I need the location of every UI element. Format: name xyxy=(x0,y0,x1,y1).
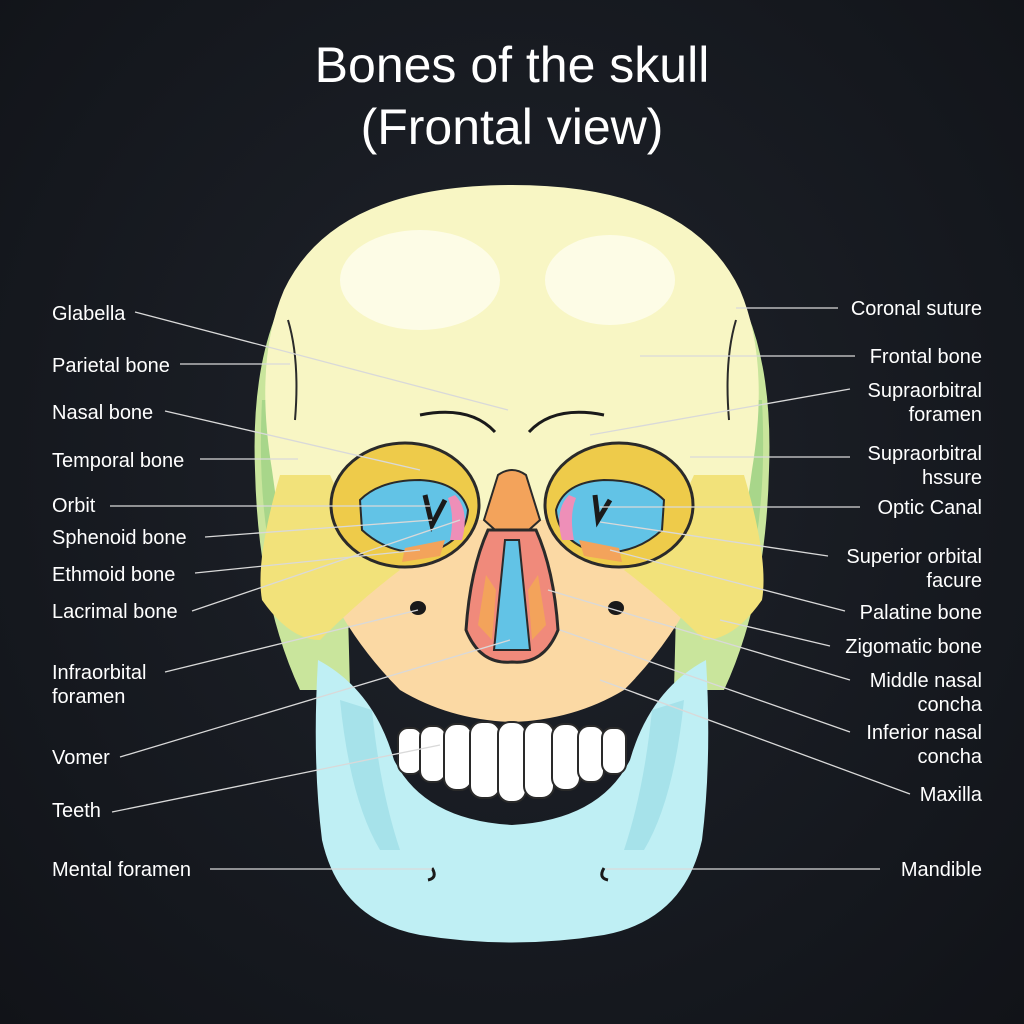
label-lacrimal-bone: Lacrimal bone xyxy=(52,601,178,623)
label-inferior-concha-line-1: Inferior nasal xyxy=(866,722,982,744)
leader-ethmoid xyxy=(194,549,421,574)
label-nasal-bone: Nasal bone xyxy=(52,402,154,424)
leader-teeth xyxy=(111,744,441,813)
label-superior-orbital-line-2: facure xyxy=(926,570,982,592)
lacrimal-right xyxy=(559,495,576,540)
orbit-interior-left xyxy=(358,478,470,554)
label-ethmoid-bone: Ethmoid bone xyxy=(52,564,176,586)
label-middle-concha-line-2: concha xyxy=(917,694,983,716)
label-glabella: Glabella xyxy=(52,303,126,325)
label-superior-orbital-line-1: Superior orbital xyxy=(846,546,982,568)
coronal-suture-right xyxy=(726,319,737,421)
leader-vomer xyxy=(119,639,511,758)
title-line-2: (Frontal view) xyxy=(360,99,664,155)
label-supraorbital-fissure-line-2: hssure xyxy=(921,467,982,489)
frontal-highlight-left xyxy=(340,230,500,330)
leader-palatine xyxy=(609,549,846,612)
label-supraorbital-foramen: Supraorbitral foramen xyxy=(867,379,982,427)
label-supraorbital-fissure-line-1: Supraorbitral xyxy=(867,443,982,465)
mandible-shadow-right xyxy=(624,700,684,850)
title-line-1: Bones of the skull xyxy=(314,37,710,93)
label-parietal-bone: Parietal bone xyxy=(52,355,170,377)
leader-maxilla xyxy=(599,679,911,795)
label-inferior-nasal-concha: Inferior nasal concha xyxy=(866,721,982,769)
leader-glabella xyxy=(134,311,509,411)
label-maxilla: Maxilla xyxy=(919,784,982,806)
brow-left xyxy=(419,410,497,434)
label-sphenoid-bone: Sphenoid bone xyxy=(52,527,187,549)
label-superior-orbital-fissure: Superior orbital facure xyxy=(846,545,982,593)
label-temporal-bone: Temporal bone xyxy=(52,450,185,472)
label-supraorbital-foramen-line-1: Supraorbitral xyxy=(867,380,982,402)
leader-inferior-concha xyxy=(559,629,851,733)
leader-nasal xyxy=(164,410,421,471)
nasal-concha-left xyxy=(478,575,496,640)
leader-lacrimal xyxy=(191,519,461,612)
mandible-shadow xyxy=(340,700,400,850)
superior-orbital-fissure-left xyxy=(422,494,448,533)
frontal-highlight-right xyxy=(545,235,675,325)
vomer-septum xyxy=(492,539,532,651)
leader-superior-orbital xyxy=(599,521,829,557)
label-inferior-concha-line-2: concha xyxy=(917,746,983,768)
leader-infraorbital xyxy=(164,609,419,673)
zygomatic-bone-left xyxy=(260,475,400,640)
label-supraorbital-foramen-line-2: foramen xyxy=(908,404,982,426)
leader-supraorbital-foramen xyxy=(589,388,851,436)
label-middle-concha-line-1: Middle nasal xyxy=(869,670,982,692)
label-vomer: Vomer xyxy=(52,747,110,769)
label-zygomatic-bone: Zigomatic bone xyxy=(845,636,982,658)
zygomatic-bone-right xyxy=(624,475,764,640)
label-coronal-suture: Coronal suture xyxy=(850,298,982,320)
orbit-interior-right xyxy=(554,478,666,554)
brow-right xyxy=(527,410,605,434)
diagram-title: Bones of the skull (Frontal view) xyxy=(0,34,1024,158)
label-supraorbital-fissure: Supraorbitral hssure xyxy=(867,442,982,490)
label-middle-nasal-concha: Middle nasal concha xyxy=(870,669,982,717)
label-infraorbital-line-1: Infraorbital xyxy=(52,662,147,684)
label-mandible: Mandible xyxy=(900,859,982,881)
mandible-bone xyxy=(315,660,709,943)
label-infraorbital-line-2: foramen xyxy=(52,686,126,708)
leader-sphenoid xyxy=(204,519,433,538)
label-mental-foramen: Mental foramen xyxy=(52,859,191,881)
label-optic-canal: Optic Canal xyxy=(877,497,983,519)
ethmoid-left xyxy=(402,540,445,562)
label-frontal-bone: Frontal bone xyxy=(869,346,982,368)
label-orbit: Orbit xyxy=(52,495,96,517)
infraorbital-foramen-left xyxy=(410,601,426,615)
ethmoid-right xyxy=(579,540,622,562)
teeth-row xyxy=(397,721,627,803)
label-teeth: Teeth xyxy=(52,800,101,822)
lacrimal-left xyxy=(448,495,465,540)
leader-zygomatic xyxy=(719,619,831,647)
label-infraorbital-foramen: Infraorbital foramen xyxy=(52,661,147,709)
mental-foramen-left xyxy=(427,867,436,882)
mental-foramen-right xyxy=(600,867,609,882)
label-palatine-bone: Palatine bone xyxy=(859,602,982,624)
nasal-concha-right xyxy=(528,575,546,640)
coronal-suture-left xyxy=(287,319,298,421)
leader-middle-concha xyxy=(547,589,851,681)
